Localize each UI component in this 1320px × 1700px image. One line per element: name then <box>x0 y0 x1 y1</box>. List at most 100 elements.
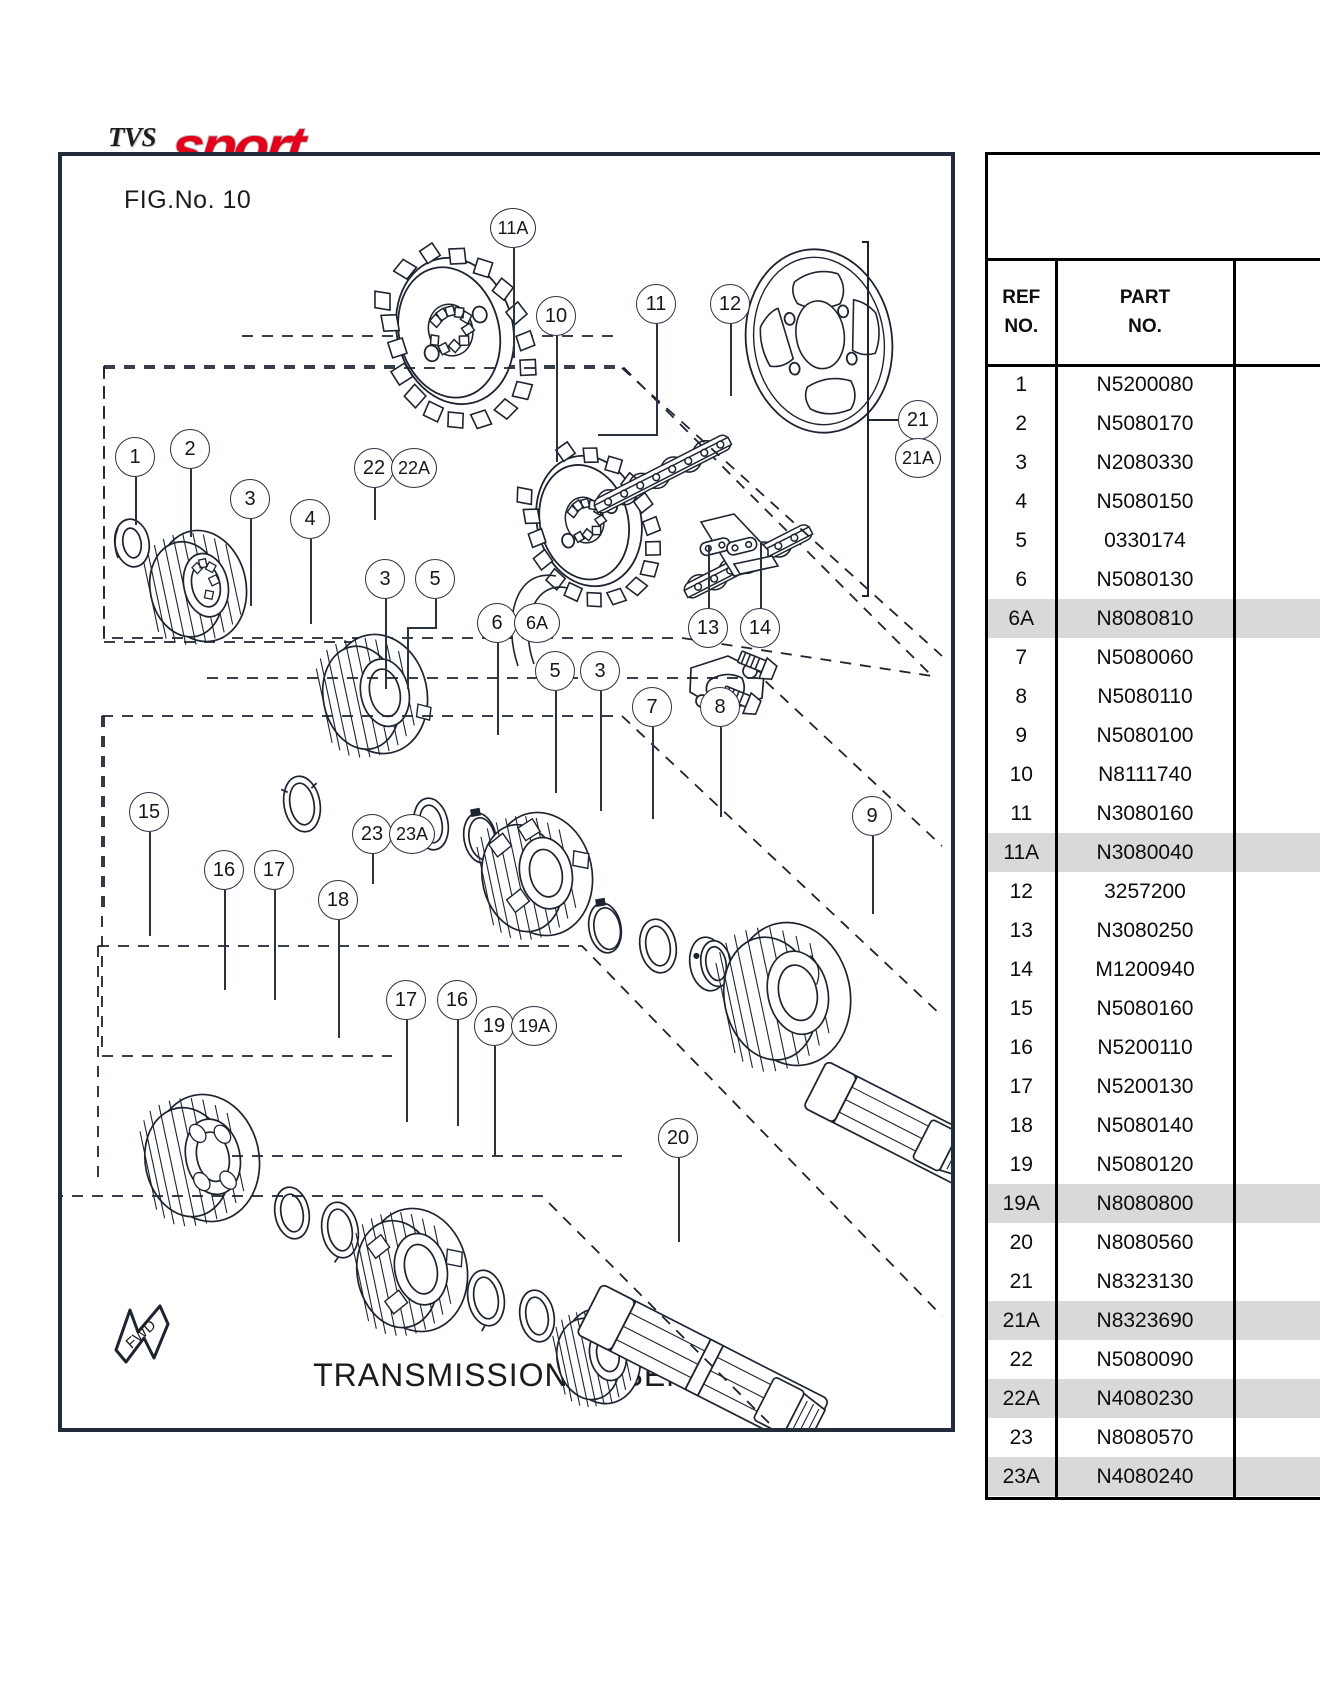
callout-4[interactable]: 4 <box>290 499 330 539</box>
callout-19A[interactable]: 19A <box>511 1006 557 1046</box>
cell-part-no: N5080170 <box>1054 404 1234 443</box>
leader-18 <box>338 920 340 1038</box>
cell-ref-no: 23 <box>1009 1425 1033 1449</box>
callout-14[interactable]: 14 <box>740 608 780 648</box>
cell-ref-no: 9 <box>1015 723 1028 747</box>
cell-ref-no: 8 <box>1015 684 1028 708</box>
callout-18[interactable]: 18 <box>318 880 358 920</box>
callout-1[interactable]: 1 <box>115 437 155 477</box>
leader-5a-h <box>407 627 437 629</box>
cell-extra <box>1232 1496 1320 1497</box>
part-gear-8 <box>715 921 852 1072</box>
cell-ref-no: 6A <box>988 599 1056 638</box>
cell-part-no: N5080120 <box>1054 1145 1234 1184</box>
part-circlip-17a <box>320 1201 360 1263</box>
cell-extra <box>1232 599 1320 638</box>
cell-ref-no: 3 <box>1015 450 1028 474</box>
cell-extra <box>1232 1262 1320 1301</box>
callout-6A[interactable]: 6A <box>514 603 560 643</box>
leader-4 <box>310 539 312 624</box>
cell-ref-no <box>988 1496 1056 1497</box>
callout-15[interactable]: 15 <box>129 792 169 832</box>
callout-3b[interactable]: 3 <box>365 559 405 599</box>
leader-23 <box>372 854 374 884</box>
leader-5a-v1 <box>435 599 437 627</box>
part-circlip-3c <box>638 918 678 974</box>
callout-3c[interactable]: 3 <box>580 651 620 691</box>
cell-ref-no: 1 <box>1015 373 1028 397</box>
callout-3a[interactable]: 3 <box>230 479 270 519</box>
parts-artwork <box>62 241 951 1428</box>
cell-ref-no: 21 <box>1009 1269 1033 1293</box>
part-circlip-16b <box>518 1289 556 1343</box>
callout-11[interactable]: 11 <box>636 284 676 324</box>
cell-part-no: N5080130 <box>1054 560 1234 599</box>
cell-extra <box>1232 638 1320 677</box>
cell-extra <box>1232 1067 1320 1106</box>
cell-extra <box>1232 560 1320 599</box>
bracket-21 <box>862 241 898 597</box>
header-ref-line1: REF <box>1002 286 1041 308</box>
cell-extra <box>1232 794 1320 833</box>
part-master-link-12 <box>699 513 780 577</box>
callout-16b[interactable]: 16 <box>437 980 477 1020</box>
callout-23[interactable]: 23 <box>352 814 392 854</box>
callout-11A[interactable]: 11A <box>490 208 536 248</box>
callout-22[interactable]: 22 <box>354 448 394 488</box>
leader-17b <box>406 1020 408 1122</box>
callout-6[interactable]: 6 <box>477 603 517 643</box>
callout-7[interactable]: 7 <box>632 687 672 727</box>
cell-part-no: N5080060 <box>1054 638 1234 677</box>
cell-ref-no: 7 <box>1015 645 1028 669</box>
leader-16b <box>457 1020 459 1126</box>
callout-5b[interactable]: 5 <box>535 651 575 691</box>
cell-extra <box>1232 1457 1320 1496</box>
cell-part-no: N5200080 <box>1054 365 1234 404</box>
dashed-group-4 <box>97 945 943 1317</box>
header-part-line1: PART <box>1119 286 1171 308</box>
callout-22A[interactable]: 22A <box>391 448 437 488</box>
cell-part-no: N3080250 <box>1054 911 1234 950</box>
cell-ref-no: 13 <box>1009 918 1033 942</box>
table-row: 1 N5200080 <box>988 365 1320 404</box>
cell-extra <box>1232 1223 1320 1262</box>
cell-part-no: 0330174 <box>1054 521 1234 560</box>
cell-ref-no: 21A <box>988 1301 1056 1340</box>
callout-21[interactable]: 21 <box>898 400 938 440</box>
cell-part-no: N5080150 <box>1054 482 1234 521</box>
callout-16a[interactable]: 16 <box>204 850 244 890</box>
part-circlip-17b <box>466 1269 506 1332</box>
leader-16a <box>224 890 226 990</box>
leader-11-h <box>598 434 658 436</box>
callout-17b[interactable]: 17 <box>386 980 426 1020</box>
callout-19[interactable]: 19 <box>474 1006 514 1046</box>
callout-23A[interactable]: 23A <box>389 814 435 854</box>
callout-17a[interactable]: 17 <box>254 850 294 890</box>
callout-8[interactable]: 8 <box>700 687 740 727</box>
header-part-no: PART NO. <box>1054 261 1234 367</box>
cell-extra <box>1232 989 1320 1028</box>
cell-ref-no: 19A <box>988 1184 1056 1223</box>
header-ref-no: REF NO. <box>988 261 1056 367</box>
callout-20[interactable]: 20 <box>658 1118 698 1158</box>
callout-2[interactable]: 2 <box>170 429 210 469</box>
callout-12[interactable]: 12 <box>710 284 750 324</box>
callout-5a[interactable]: 5 <box>415 559 455 599</box>
cell-part-no: N8080560 <box>1054 1223 1234 1262</box>
cell-part-no: N4080240 <box>1054 1457 1234 1496</box>
callout-10[interactable]: 10 <box>536 296 576 336</box>
callout-21A[interactable]: 21A <box>895 438 941 478</box>
callout-13[interactable]: 13 <box>688 608 728 648</box>
callout-9[interactable]: 9 <box>852 796 892 836</box>
header-part-line2: NO. <box>1128 316 1162 338</box>
leader-5b <box>555 691 557 793</box>
